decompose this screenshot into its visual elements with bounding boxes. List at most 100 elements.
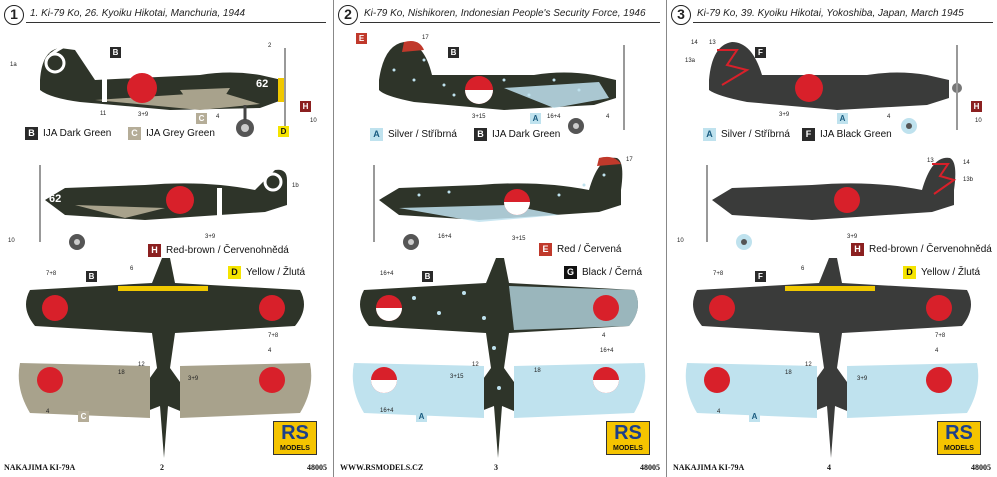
callout: 3+15 [450,374,464,380]
callout: 4 [46,409,50,415]
title-underline [693,22,993,23]
callout: 12 [805,362,812,368]
callout: 13a [685,58,696,64]
side-profile-right [373,156,623,250]
tag-a: A [837,113,848,124]
top-view [685,258,979,458]
top-view [352,258,646,458]
callout: 4 [606,114,610,120]
tag-a: A [530,113,541,124]
callout: 4 [717,409,721,415]
tag-d: D [278,126,289,137]
callout: 10 [975,118,982,124]
page-footer: WWW.RSMODELS.CZ 3 48005 [340,463,660,472]
tag-a: A [416,411,427,422]
callout: 4 [935,348,939,354]
callout: 3+15 [472,114,486,120]
callout: 4 [216,114,220,120]
callout: 3+9 [205,234,216,240]
callout: 1a [10,62,17,68]
callout: 6 [130,266,134,272]
callout: 16+4 [547,114,561,120]
callout: 12 [138,362,145,368]
tag-h: H [971,101,982,112]
callout: 10 [677,238,684,244]
callout: 12 [472,362,479,368]
scheme-number: 3 [671,5,691,25]
tag-c: C [196,113,207,124]
tag-b: B [422,271,433,282]
callout: 13b [963,177,974,183]
tag-f: F [755,271,766,282]
scheme-title: Ki-79 Ko, Nishikoren, Indonesian People'… [364,8,646,19]
side-profile-left [379,41,625,134]
page-3: 3 Ki-79 Ko, 39. Kyoiku Hikotai, Yokoshib… [666,0,997,477]
tag-a: A [749,411,760,422]
callout: 10 [8,238,15,244]
callout: 17 [626,157,633,163]
tag-c: C [78,411,89,422]
callout: 3+9 [847,234,858,240]
tag-b: B [110,47,121,58]
page-footer: NAKAJIMA KI-79A 2 48005 [4,463,327,472]
callout: 7+8 [935,333,946,339]
callout: 17 [422,35,429,41]
callout: 16+4 [600,348,614,354]
title-underline [26,22,326,23]
scheme-title: Ki-79 Ko, 39. Kyoiku Hikotai, Yokoshiba,… [697,8,964,19]
callout: 7+8 [268,333,279,339]
scheme-number: 2 [338,5,358,25]
scheme-title: 1. Ki-79 Ko, 26. Kyoiku Hikotai, Manchur… [30,8,246,19]
callout: 3+15 [512,236,526,242]
tag-h: H [300,101,311,112]
side-profile-right [706,157,957,250]
callout: 1b [292,183,299,189]
rs-models-logo: RS MODELS [606,421,650,455]
title-underline [360,22,660,23]
tail-number: 62 [256,78,268,90]
page-footer: NAKAJIMA KI-79A 4 48005 [673,463,991,472]
callout: 2 [268,43,272,49]
callout: 3+9 [138,112,149,118]
tag-e: E [356,33,367,44]
page-2: 2 Ki-79 Ko, Nishikoren, Indonesian Peopl… [333,0,666,477]
side-profile-left: 62 [40,42,286,137]
rs-models-logo: RS MODELS [273,421,317,455]
tag-b: B [86,271,97,282]
tag-b: B [448,47,459,58]
svg-text:62: 62 [49,193,61,205]
callout: 3+9 [188,376,199,382]
callout: 3+9 [779,112,790,118]
callout: 4 [602,333,606,339]
callout: 16+4 [380,408,394,414]
page-1: 1 1. Ki-79 Ko, 26. Kyoiku Hikotai, Manch… [0,0,333,477]
rs-models-logo: RS MODELS [937,421,981,455]
callout: 4 [268,348,272,354]
callout: 10 [310,118,317,124]
callout: 18 [534,368,541,374]
callout: 4 [887,114,891,120]
callout: 14 [963,160,970,166]
callout: 13 [927,158,934,164]
scheme-number: 1 [4,5,24,25]
callout: 16+4 [438,234,452,240]
callout: 7+8 [46,271,57,277]
callout: 16+4 [380,271,394,277]
callout: 13 [709,40,716,46]
callout: 14 [691,40,698,46]
side-profile-left [709,42,962,134]
callout: 3+9 [857,376,868,382]
callout: 7+8 [713,271,724,277]
top-view [18,258,312,458]
